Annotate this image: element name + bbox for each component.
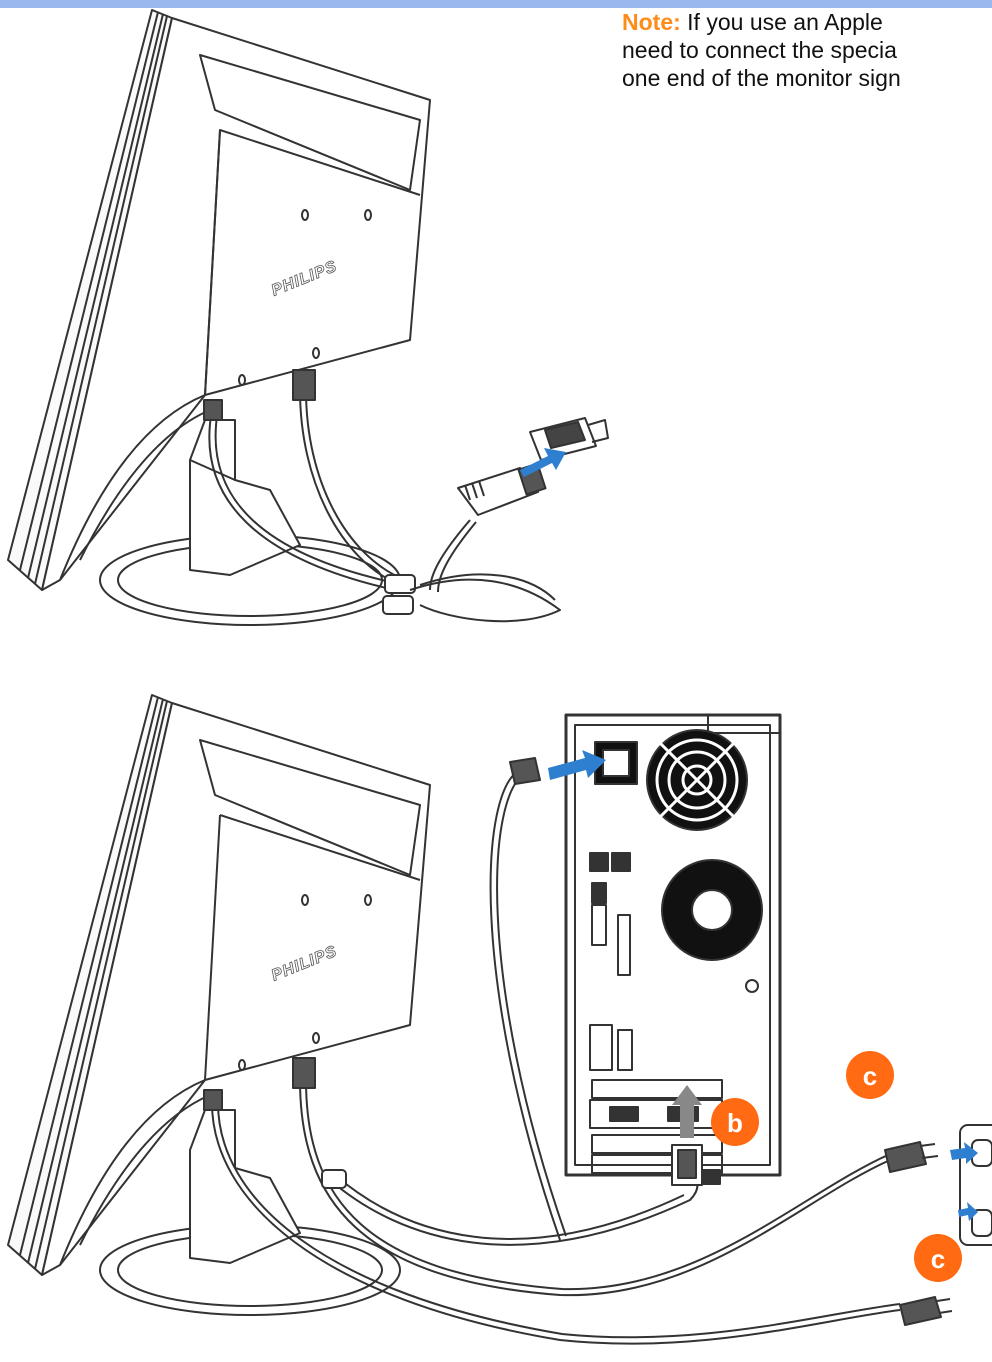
fan-grille-icon [647,730,747,830]
svg-text:c: c [863,1061,877,1091]
vent-grille-icon [662,860,762,960]
svg-text:c: c [931,1244,945,1274]
svg-text:b: b [727,1108,743,1138]
callout-badge-b: b [711,1098,759,1146]
mac-adapter [530,418,608,460]
callout-badge-c-top: c [846,1051,894,1099]
callout-badge-c-bottom: c [914,1234,962,1282]
figure-monitor-mac-adapter: PHILIPS [0,0,992,640]
figure-monitor-pc-connection: PHILIPS b c c [0,680,992,1362]
